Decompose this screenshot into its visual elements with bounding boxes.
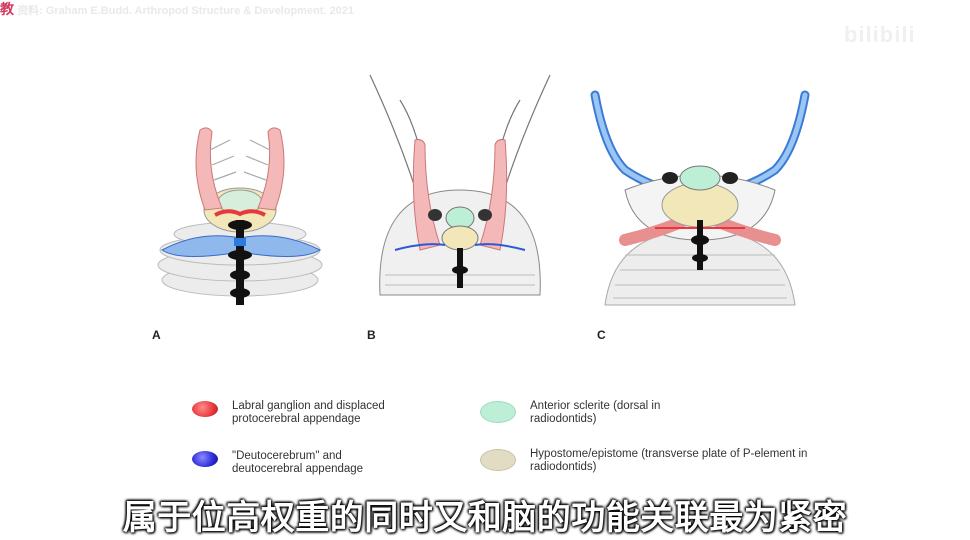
- legend-label: Hypostome/epistome (transverse plate of …: [530, 448, 808, 473]
- panel-b-label: B: [367, 328, 376, 342]
- legend-swatch-green: [480, 401, 516, 423]
- legend-swatch-blue: [192, 451, 218, 467]
- panel-b-illustration: [369, 74, 551, 296]
- legend-item-hypostome: Hypostome/epistome (transverse plate of …: [480, 448, 840, 474]
- panel-a-illustration: [157, 127, 323, 305]
- legend-swatch-beige: [480, 449, 516, 471]
- legend-swatch-red: [192, 401, 218, 417]
- legend-item-labral: Labral ganglion and displaced protocereb…: [192, 400, 432, 426]
- source-text: 资料: Graham E.Budd. Arthropod Structure &…: [17, 5, 355, 17]
- channel-tag: 教: [0, 1, 14, 17]
- legend-item-sclerite: Anterior sclerite (dorsal in radiodontid…: [480, 400, 820, 426]
- video-subtitle: 属于位高权重的同时又和脑的功能关联最为紧密: [122, 499, 848, 537]
- legend-item-deuto: "Deutocerebrum" and deutocerebral append…: [192, 450, 432, 476]
- legend-label: Labral ganglion and displaced protocereb…: [232, 400, 385, 425]
- source-caption: 教 资料: Graham E.Budd. Arthropod Structure…: [0, 0, 420, 18]
- watermark-logo: bilibili: [844, 22, 916, 47]
- panel-c-label: C: [597, 328, 606, 342]
- panel-a-label: A: [152, 328, 161, 342]
- legend-label: Anterior sclerite (dorsal in radiodontid…: [530, 400, 661, 425]
- panel-c-illustration: [590, 90, 810, 306]
- legend-label: "Deutocerebrum" and deutocerebral append…: [232, 450, 364, 475]
